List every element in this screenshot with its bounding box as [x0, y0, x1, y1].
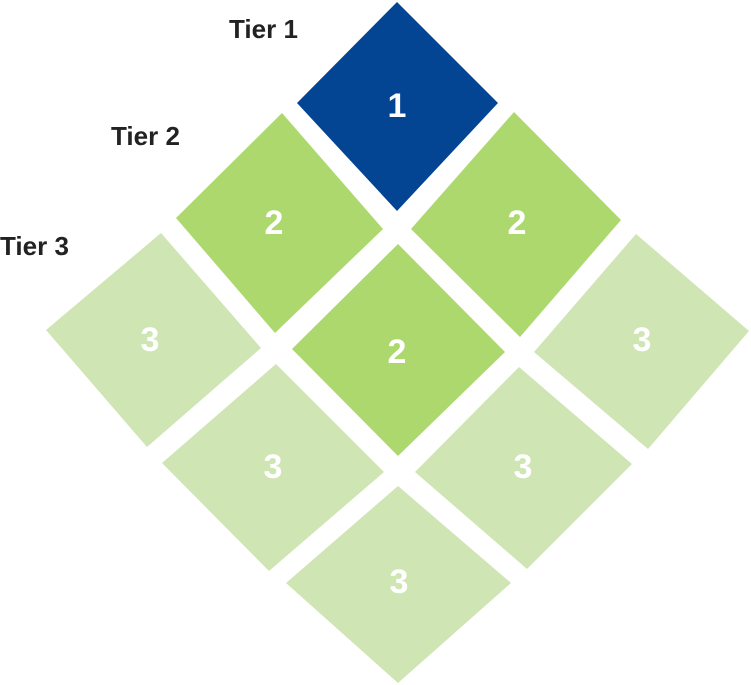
- tier-2-label: Tier 2: [111, 121, 180, 151]
- tile-shape: [46, 233, 261, 447]
- tier-3-tile-bottom: 3: [286, 486, 511, 683]
- tile-shape: [292, 244, 505, 456]
- tile-shape: [297, 2, 498, 211]
- tile-shape: [415, 367, 632, 569]
- tier-1-label: Tier 1: [229, 14, 298, 44]
- tier-3-label: Tier 3: [0, 231, 69, 261]
- tile-number: 2: [388, 333, 407, 371]
- tier-2-tile-center: 2: [292, 244, 505, 456]
- tier-2-tile-right: 2: [411, 112, 621, 337]
- tile-number: 3: [514, 448, 533, 486]
- tile-shape: [411, 112, 621, 337]
- tile-shape: [176, 113, 383, 333]
- tier-2-tile-left: 2: [176, 113, 383, 333]
- tile-number: 2: [265, 204, 284, 242]
- tile-number: 1: [388, 87, 407, 125]
- tier-3-tile-lower-left: 3: [162, 364, 384, 571]
- tier-3-tile-lower-right: 3: [415, 367, 632, 569]
- tier-3-tile-far-right: 3: [534, 234, 749, 449]
- tile-number: 2: [508, 204, 527, 242]
- tile-number: 3: [141, 321, 160, 359]
- tile-number: 3: [633, 321, 652, 359]
- tile-shape: [162, 364, 384, 571]
- tile-number: 3: [390, 563, 409, 601]
- tile-shape: [534, 234, 749, 449]
- tier-3-tile-far-left: 3: [46, 233, 261, 447]
- tier-1-tile: 1: [297, 2, 498, 211]
- tile-number: 3: [264, 448, 283, 486]
- tile-shape: [286, 486, 511, 683]
